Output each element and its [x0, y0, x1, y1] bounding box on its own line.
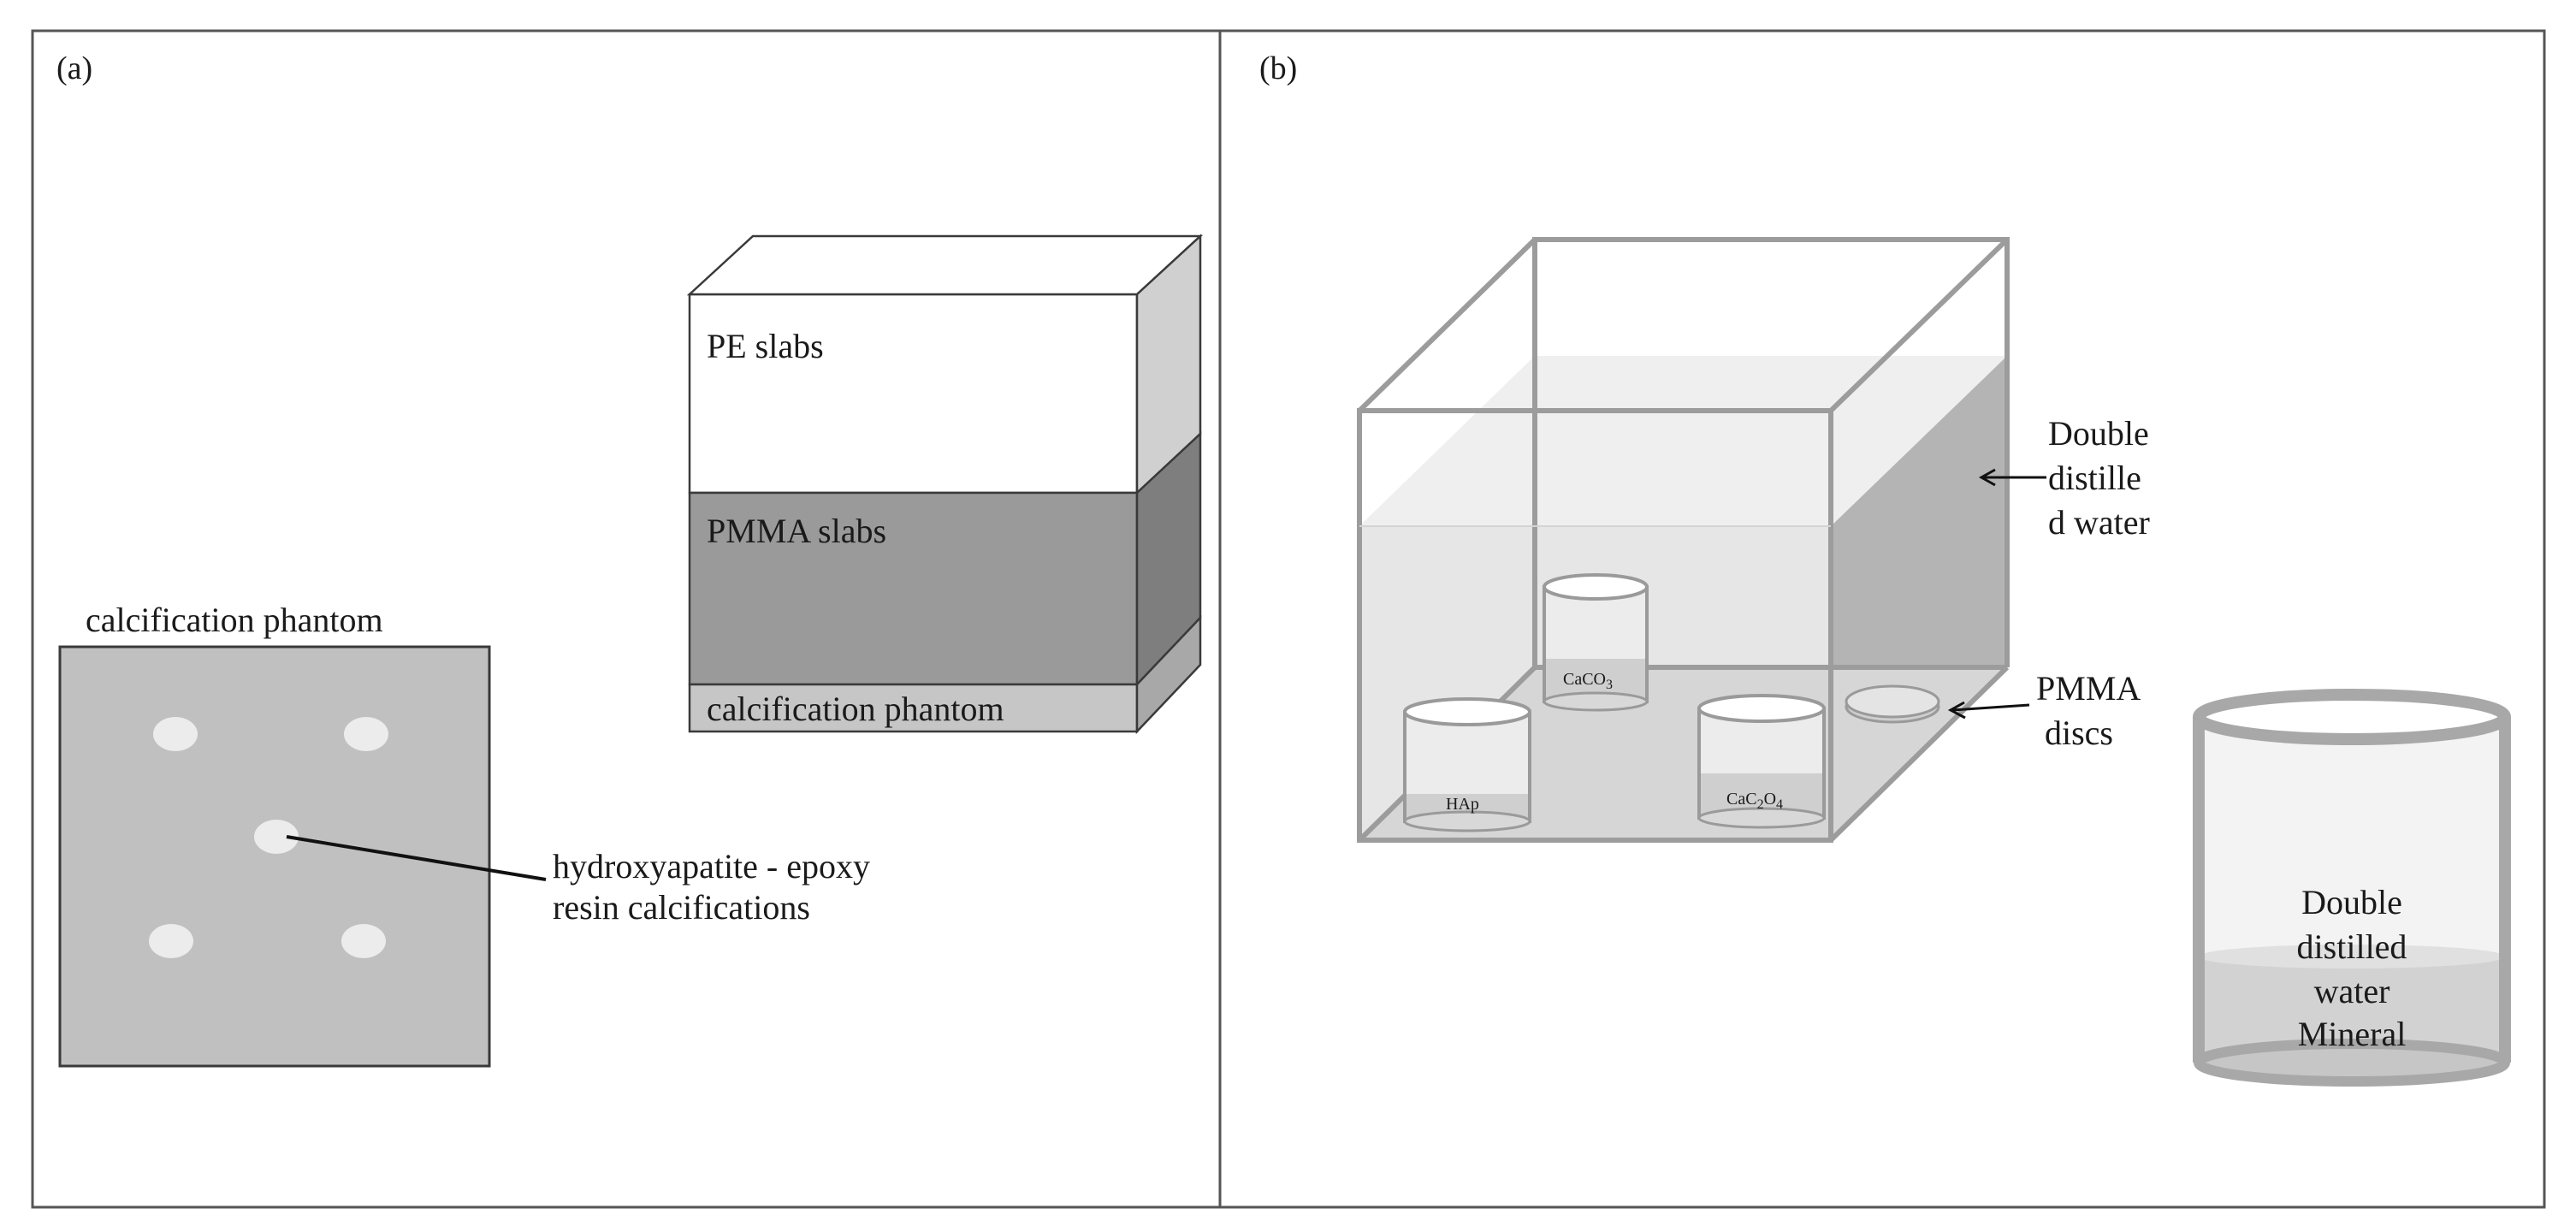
slab-stack: PE slabs PMMA slabs calcification phanto…: [686, 234, 1204, 735]
cac2o4-label: CaC2O4: [1726, 790, 1783, 812]
tank-water-label-1: Double: [2048, 414, 2149, 453]
panel-a-label: (a): [56, 50, 92, 86]
calcification-phantom: [58, 645, 491, 1068]
tank-water-label-3: d water: [2048, 503, 2150, 542]
beaker-water-3: water: [2314, 972, 2390, 1010]
callout-line2: resin calcifications: [553, 888, 810, 927]
caco3-label: CaCO3: [1563, 670, 1613, 692]
cup-hap: HAp: [1403, 697, 1531, 832]
beaker-water-2: distilled: [2297, 927, 2407, 966]
discs-label-1: PMMA: [2036, 669, 2141, 708]
cup-caco3: CaCO3: [1543, 573, 1649, 712]
panel-b-label: (b): [1259, 50, 1297, 86]
panel-a: (a) calcification phantom hydroxyapatite…: [56, 50, 1204, 1068]
beaker-mineral-label: Mineral: [2298, 1015, 2407, 1053]
beaker: Double distilled water Mineral: [2193, 689, 2511, 1087]
calcification-dot: [344, 717, 388, 751]
calcification-dot: [153, 717, 198, 751]
pmma-slabs-label: PMMA slabs: [707, 512, 886, 550]
phantom-slab-side: [1135, 614, 1202, 735]
calcification-dot: [149, 924, 193, 958]
hap-label: HAp: [1446, 795, 1479, 814]
cup-cac2o4: CaC2O4: [1697, 694, 1826, 829]
callout-line1: hydroxyapatite - epoxy: [553, 847, 870, 886]
beaker-water-1: Double: [2301, 883, 2402, 921]
pmma-disc: [1845, 684, 1940, 724]
pe-slab-front: [688, 293, 1139, 495]
callout-line: [286, 835, 547, 881]
arrow-water: [1978, 468, 2046, 487]
calcification-dot: [341, 924, 386, 958]
panel-b: (b) CaCO3 HAp: [1259, 50, 2511, 1087]
tank-water-label-2: distille: [2048, 459, 2141, 497]
arrow-discs: [1947, 701, 2030, 720]
phantom-slab-label: calcification phantom: [707, 690, 1004, 728]
calcification-dot: [254, 820, 299, 854]
pe-slab-top: [686, 234, 1204, 296]
pe-slabs-label: PE slabs: [707, 327, 824, 365]
phantom-title: calcification phantom: [86, 601, 383, 639]
discs-label-2: discs: [2045, 714, 2113, 752]
